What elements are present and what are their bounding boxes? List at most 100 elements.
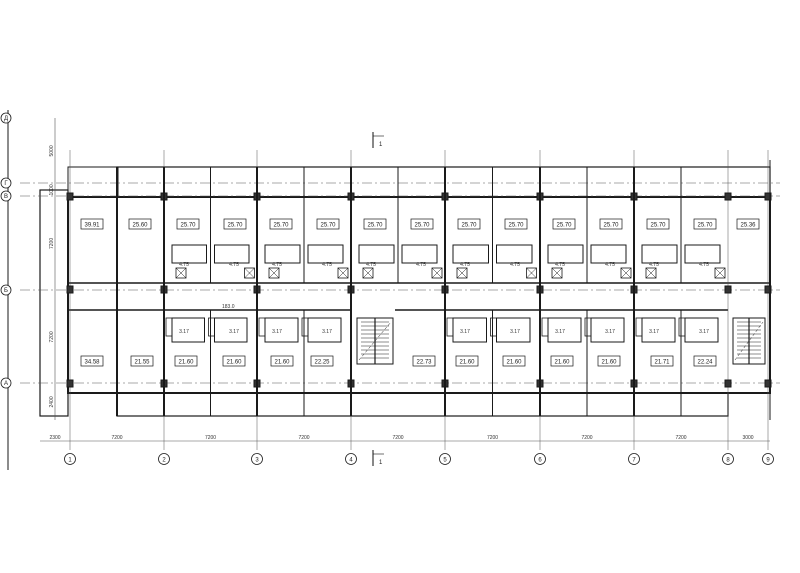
shaft	[362, 267, 374, 279]
bath-area: 3.17	[605, 329, 615, 335]
room-area-box	[316, 218, 340, 230]
bath-area: 4.75	[510, 262, 520, 268]
shaft	[258, 317, 266, 337]
room-area: 21.60	[601, 360, 617, 366]
column	[764, 285, 772, 294]
column	[66, 379, 74, 388]
room-area: 25.70	[227, 223, 243, 229]
room-area: 25.70	[603, 223, 619, 229]
bath-area: 3.17	[699, 329, 709, 335]
balcony-bottom	[116, 392, 729, 417]
shaft	[645, 267, 657, 279]
room-area-box	[80, 218, 104, 230]
bath-area: 4.75	[555, 262, 565, 268]
axis-marker	[762, 453, 774, 465]
wardrobe	[358, 244, 395, 264]
room-area: 21.60	[459, 360, 475, 366]
room-area: 21.60	[554, 360, 570, 366]
room-area-box	[504, 218, 528, 230]
room-area: 21.55	[134, 360, 150, 366]
room-area: 25.70	[180, 223, 196, 229]
shaft	[244, 267, 255, 279]
shaft-cross	[620, 267, 632, 279]
room-area: 25.70	[650, 223, 666, 229]
wardrobe	[171, 244, 207, 264]
room-area: 21.60	[506, 360, 522, 366]
dimension-label: 2400	[49, 396, 55, 407]
room-area: 21.71	[654, 360, 670, 366]
bath-area: 4.75	[272, 262, 282, 268]
wardrobe	[307, 244, 344, 264]
bath-area: 4.75	[649, 262, 659, 268]
room-area-box	[130, 355, 154, 367]
room-area-box	[223, 218, 247, 230]
section-mark-bottom: 1	[372, 450, 384, 466]
room-area-box	[310, 355, 334, 367]
axis-marker	[64, 453, 76, 465]
room-area-box	[550, 355, 574, 367]
section-mark-top: 1	[372, 132, 384, 148]
room-area-box	[270, 355, 294, 367]
room-area-box	[597, 355, 621, 367]
bath-area: 4.75	[322, 262, 332, 268]
axis-label-9: 9	[766, 458, 770, 464]
room-area-box	[599, 218, 623, 230]
axis-marker	[345, 453, 357, 465]
room-area-box	[552, 218, 576, 230]
axis-marker	[439, 453, 451, 465]
dimension-label: 7200	[111, 435, 122, 441]
bath-area: 4.75	[460, 262, 470, 268]
axis-marker	[0, 377, 12, 389]
shaft-cross	[268, 267, 280, 279]
bath-area: 4.75	[605, 262, 615, 268]
wardrobe	[214, 244, 250, 264]
room-area: 25.36	[740, 223, 756, 229]
axis-marker	[158, 453, 170, 465]
room-area: 25.70	[697, 223, 713, 229]
shaft	[620, 267, 632, 279]
room-area: 25.70	[556, 223, 572, 229]
room-area: 21.60	[274, 360, 290, 366]
room-area: 22.25	[314, 360, 330, 366]
room-area: 22.73	[416, 360, 432, 366]
wardrobe	[641, 244, 678, 264]
column	[66, 192, 74, 201]
stair-arrow	[358, 321, 392, 361]
shaft-cross	[337, 267, 349, 279]
room-area-box	[650, 355, 674, 367]
bath-area: 3.17	[272, 329, 282, 335]
room-area-box	[410, 218, 434, 230]
shaft	[431, 267, 443, 279]
column	[764, 192, 772, 201]
room-area: 25.70	[414, 223, 430, 229]
axis-marker	[0, 190, 12, 202]
shaft	[337, 267, 349, 279]
room-area-box	[80, 355, 104, 367]
room-area-box	[412, 355, 436, 367]
axis-label-5: 5	[443, 458, 447, 464]
axis-label-8: 8	[726, 458, 730, 464]
axis-label-В: В	[4, 194, 8, 200]
shaft-cross	[645, 267, 657, 279]
shaft-cross	[431, 267, 443, 279]
axis-label-Г: Г	[4, 181, 8, 187]
bath-area: 3.17	[555, 329, 565, 335]
axis-marker	[0, 284, 12, 296]
axis-marker	[628, 453, 640, 465]
shaft-cross	[526, 267, 537, 279]
shaft	[526, 267, 537, 279]
shaft	[301, 317, 309, 337]
room-area: 25.70	[461, 223, 477, 229]
axis-marker	[0, 112, 12, 124]
shaft	[714, 267, 726, 279]
bath-area: 3.17	[229, 329, 239, 335]
bath-area: 4.75	[416, 262, 426, 268]
shaft	[446, 317, 454, 337]
dimension-label: 3000	[742, 435, 753, 441]
wardrobe	[590, 244, 627, 264]
bath-area: 3.17	[460, 329, 470, 335]
bath-area: 4.75	[179, 262, 189, 268]
room-area: 25.70	[320, 223, 336, 229]
